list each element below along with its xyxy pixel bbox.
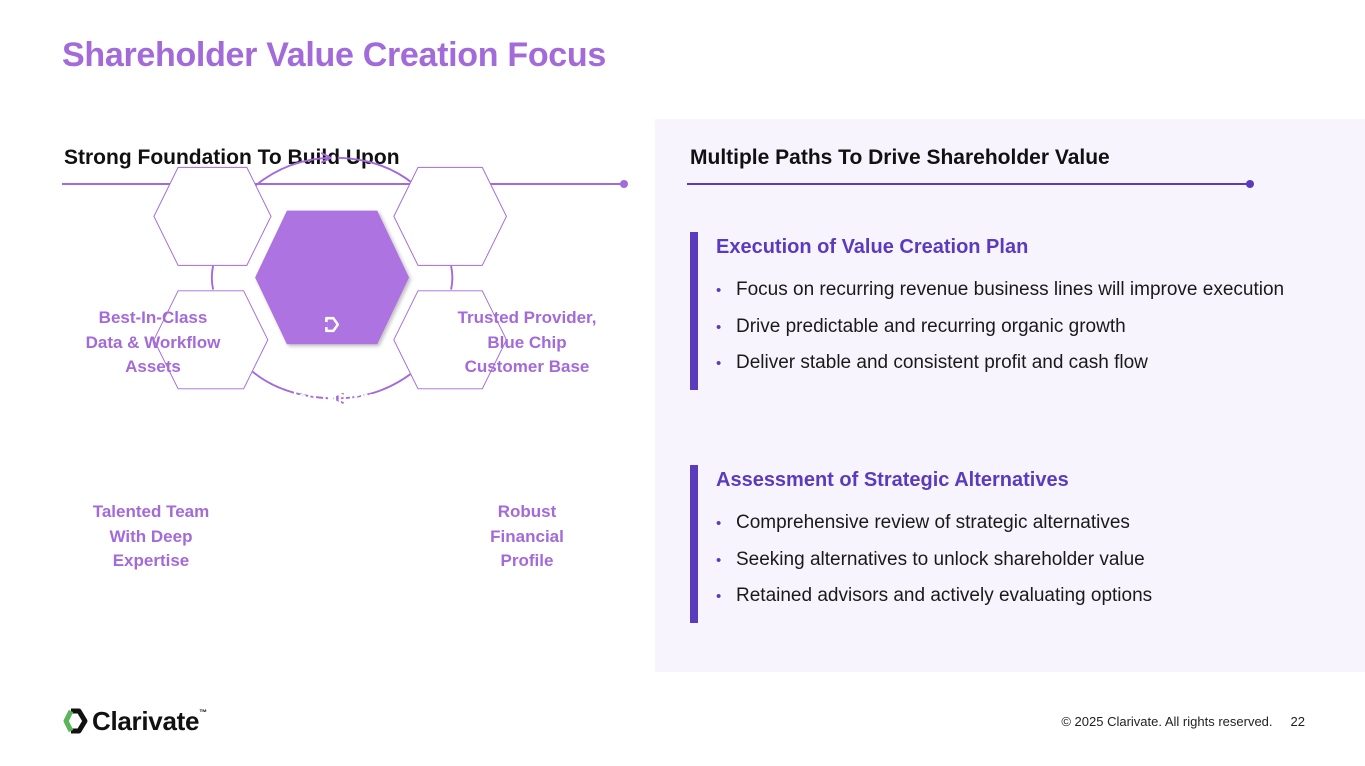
value-plan-block: Execution of Value Creation Plan •Focus … bbox=[690, 232, 1340, 392]
list-item: •Comprehensive review of strategic alter… bbox=[716, 512, 1130, 533]
clarivate-mark-icon bbox=[323, 316, 340, 333]
hex-top-right bbox=[393, 166, 507, 266]
block-accent-bar bbox=[690, 232, 698, 390]
left-heading-rule bbox=[62, 180, 628, 188]
footer: © 2025 Clarivate. All rights reserved. 22 bbox=[1061, 714, 1305, 729]
page-title: Shareholder Value Creation Focus bbox=[62, 36, 606, 74]
block-accent-bar bbox=[690, 465, 698, 623]
foundation-diagram bbox=[153, 152, 507, 404]
hex-top-left bbox=[153, 166, 272, 266]
cycle-arc-bottom-right bbox=[335, 373, 411, 400]
list-item: •Retained advisors and actively evaluati… bbox=[716, 585, 1153, 606]
bullet-list: •Focus on recurring revenue business lin… bbox=[716, 278, 1284, 388]
right-heading-rule bbox=[687, 180, 1254, 188]
right-section-heading: Multiple Paths To Drive Shareholder Valu… bbox=[690, 146, 1110, 169]
cycle-arc-bottom-left bbox=[251, 370, 330, 400]
clarivate-logo-icon bbox=[63, 708, 88, 734]
page-number: 22 bbox=[1290, 714, 1305, 729]
list-item: •Drive predictable and recurring organic… bbox=[716, 315, 1126, 337]
hex-bottom-left bbox=[153, 290, 269, 390]
logo-wordmark: Clarivate bbox=[92, 705, 200, 736]
trademark-mark: ™ bbox=[199, 708, 208, 717]
block-title: Assessment of Strategic Alternatives bbox=[716, 469, 1069, 491]
rule-end-dot bbox=[620, 180, 628, 188]
cycle-arc-top bbox=[254, 156, 330, 187]
rule-end-dot bbox=[1246, 180, 1254, 188]
hex-center bbox=[255, 210, 410, 345]
list-item: •Focus on recurring revenue business lin… bbox=[716, 279, 1285, 300]
clarivate-logo: Clarivate ™ bbox=[62, 706, 207, 736]
block-title: Execution of Value Creation Plan bbox=[716, 236, 1029, 258]
list-item: •Seeking alternatives to unlock sharehol… bbox=[716, 548, 1145, 570]
bullet-list: •Comprehensive review of strategic alter… bbox=[716, 511, 1152, 621]
list-item: •Deliver stable and consistent profit an… bbox=[716, 352, 1148, 373]
strategic-alternatives-block: Assessment of Strategic Alternatives •Co… bbox=[690, 465, 1340, 625]
left-section-heading: Strong Foundation To Build Upon bbox=[64, 146, 400, 169]
hex-bottom-right bbox=[393, 290, 507, 390]
cycle-arc-left bbox=[210, 265, 215, 290]
cycle-arc-right bbox=[450, 265, 454, 290]
copyright-text: © 2025 Clarivate. All rights reserved. bbox=[1061, 714, 1273, 729]
right-panel bbox=[655, 119, 1365, 672]
cycle-arrow-top-icon bbox=[320, 152, 332, 164]
cycle-arrow-bottom-icon bbox=[333, 392, 344, 404]
cycle-arc-top-right bbox=[337, 156, 415, 186]
